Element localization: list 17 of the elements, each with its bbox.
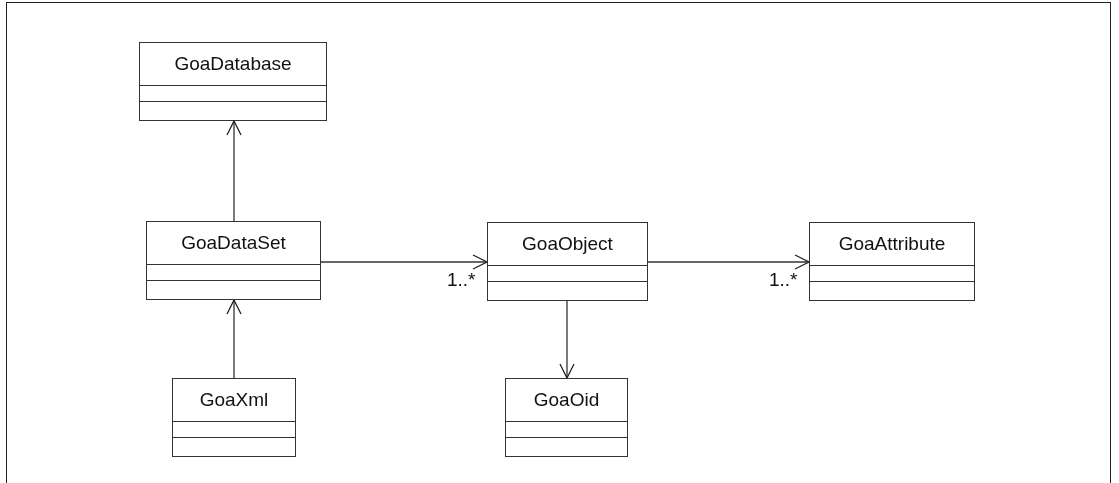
class-box [809, 222, 975, 301]
class-name: GoaObject [488, 223, 647, 266]
association-arrow [226, 120, 242, 222]
class-name: GoaXml [173, 379, 295, 422]
class-name: GoaDataSet [147, 222, 320, 265]
class-box [146, 221, 321, 300]
class-box [172, 378, 296, 457]
association-arrow [226, 299, 242, 379]
class-name: GoaOid [506, 379, 627, 422]
class-name: GoaDatabase [140, 43, 326, 86]
association-arrow [559, 300, 575, 379]
class-box [505, 378, 628, 457]
class-name: GoaAttribute [810, 223, 974, 266]
association-arrow [647, 254, 810, 270]
association-arrow [320, 254, 488, 270]
class-box [139, 42, 327, 121]
class-box [487, 222, 648, 301]
